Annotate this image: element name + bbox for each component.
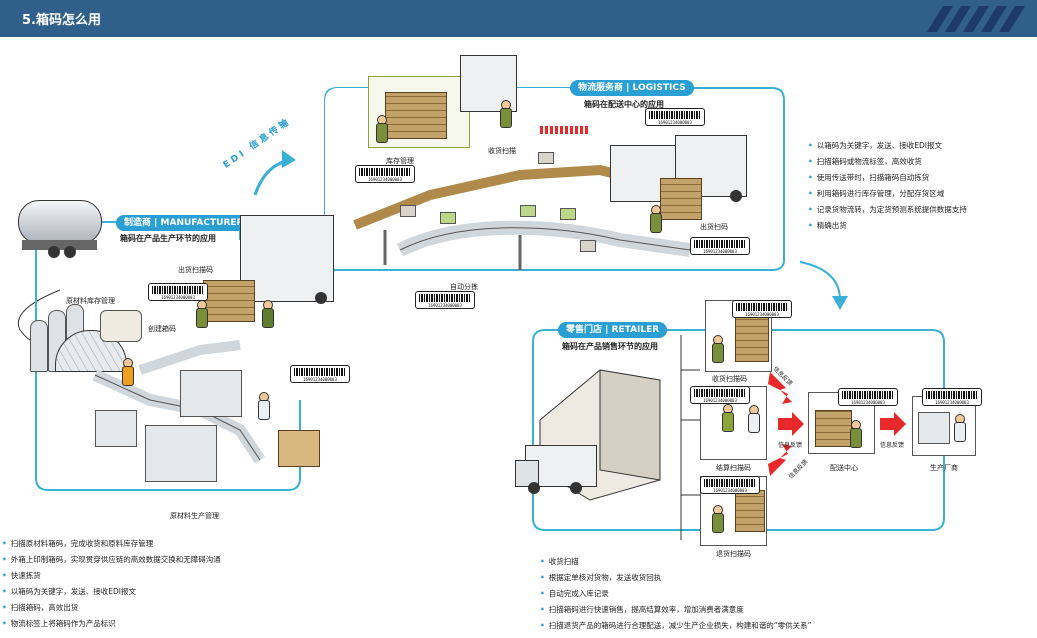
dc-label: 配送中心 (830, 464, 858, 472)
truck-wheel (315, 292, 327, 304)
checkout-label: 结算扫描码 (716, 464, 751, 472)
return-pallet (735, 490, 765, 532)
manufacturer-ship-label: 出货扫描码 (178, 266, 213, 274)
logistics-ship-label: 出货扫码 (700, 223, 728, 231)
scanner-laser (540, 126, 590, 134)
raw-material-bags (100, 310, 142, 342)
feedback-label-4: 信息反馈 (880, 442, 905, 449)
logistics-receive-label: 收货扫描 (488, 147, 516, 155)
receiving-worker (500, 100, 512, 128)
raw-production-label: 原材料生产管理 (170, 512, 219, 520)
logistics-bullet-list: 以箱码为关键字，发送、接收EDI报文 扫描箱码或物流标签，高效收货 使用传送带时… (808, 138, 967, 234)
truck-wheel (570, 482, 582, 494)
logistics-subtitle: 箱码在配送中心的应用 (584, 100, 664, 109)
logistics-bullet: 记录货物流转，为定货预测系统提供数据支持 (808, 202, 967, 218)
retailer-bullet: 根据定单核对货物，发送收货回执 (540, 570, 812, 586)
factory-worker-2 (262, 300, 274, 328)
feedback-label-2: 信息反馈 (778, 442, 803, 449)
logistics-bullet: 扫描箱码或物流标签，高效收货 (808, 154, 967, 170)
section-header: 5.箱码怎么用 (0, 0, 1037, 37)
tanker-wheel (48, 246, 60, 258)
tanker-trailer (22, 240, 97, 250)
dc-worker (850, 420, 862, 448)
retailer-bullet: 收货扫描 (540, 554, 812, 570)
conveyor-box-1 (400, 205, 416, 217)
factory-line-worker (954, 414, 966, 442)
barcode-receive: 16901234000003 (645, 108, 705, 126)
machine-1 (180, 370, 242, 417)
tanker-wheel (64, 246, 76, 258)
barcode-autosort: 16901234000003 (415, 291, 475, 309)
barcode-inventory: 16901234000003 (355, 165, 415, 183)
retailer-bullet: 扫描退货产品的箱码进行合理配送，减少生产企业损失，构建和谐的“零供关系” (540, 618, 812, 634)
conveyor-box-6 (538, 152, 554, 164)
manufacturers-tag: 制造商 | MANUFACTURERS (116, 215, 258, 231)
create-code-label: 创建箱码 (148, 325, 176, 333)
logistics-inventory-label: 库存管理 (386, 157, 414, 165)
logistics-bullet: 使用传送带时，扫描箱码自动拣货 (808, 170, 967, 186)
logistics-bullet: 精确出货 (808, 218, 967, 234)
header-stripes-decoration (927, 6, 1025, 32)
warehouse-worker (376, 115, 388, 143)
barcode-return: 16901234000003 (700, 476, 760, 494)
tanker-tank (18, 200, 102, 244)
retail-receive-label: 收货扫描码 (712, 375, 747, 383)
manufacturer-bullet: 扫描箱码，高效出货 (2, 600, 221, 616)
barcode-create: 16901234000003 (290, 365, 350, 383)
retailer-truck-cab (515, 460, 539, 487)
receive-pallet (735, 315, 769, 362)
conveyor-box-5 (580, 240, 596, 252)
factory-pallet (203, 280, 255, 322)
barcode-ship-logistics: 16901234000003 (690, 237, 750, 255)
conveyor-box-2 (440, 212, 456, 224)
hazmat-worker (122, 358, 134, 386)
retailer-bullet: 自动完成入库记录 (540, 586, 812, 602)
logistics-autosort-label: 自动分拣 (450, 283, 478, 291)
line-worker (258, 392, 270, 420)
truck-wheel (528, 482, 540, 494)
shipping-pallet (660, 178, 702, 220)
customer (748, 405, 760, 433)
factory-machine (918, 412, 950, 444)
raw-storage-label: 原材料库存管理 (66, 297, 115, 305)
retailer-bullet-list: 收货扫描 根据定单核对货物，发送收货回执 自动完成入库记录 扫描箱码进行快速销售… (540, 554, 812, 634)
retailer-subtitle: 箱码在产品销售环节的应用 (562, 342, 658, 351)
truck-wheel (730, 190, 742, 202)
retailer-tag: 零售门店 | RETAILER (558, 322, 668, 338)
factory-label: 生产厂商 (930, 464, 958, 472)
barcode-retail-receive: 16901234000003 (732, 300, 792, 318)
shipping-worker (650, 205, 662, 233)
storage-dome (55, 330, 127, 372)
retailer-bullet: 扫描箱码进行快速销售，提高结算效率，增加消费者满意度 (540, 602, 812, 618)
barcode-manufacturer-ship: 16901234000003 (148, 283, 208, 301)
barcode-checkout: 16901234000003 (690, 386, 750, 404)
conveyor-box-3 (520, 205, 536, 217)
manufacturer-bullet: 物流标签上将箱码作为产品标识 (2, 616, 221, 632)
receive-worker (712, 335, 724, 363)
manufacturer-bullet: 外箱上印制箱码，实现贯穿供应链的高效数据交换和无障碍沟通 (2, 552, 221, 568)
manufacturer-bullet-list: 扫描原材料箱码，完成收货和原料库存管理 外箱上印制箱码，实现贯穿供应链的高效数据… (2, 536, 221, 632)
dc-pallets (815, 410, 852, 447)
return-worker (712, 505, 724, 533)
manufacturers-subtitle: 箱码在产品生产环节的应用 (120, 234, 216, 243)
logistics-bullet: 利用箱码进行库存管理，分配存货区域 (808, 186, 967, 202)
finished-boxes (278, 430, 320, 467)
manufacturer-bullet: 扫描原材料箱码，完成收货和原料库存管理 (2, 536, 221, 552)
section-title: 5.箱码怎么用 (22, 13, 101, 28)
logistics-tag: 物流服务商 | LOGISTICS (570, 80, 694, 96)
machine-2 (145, 425, 217, 482)
cashier (722, 404, 734, 432)
barcode-dc: 16901234000003 (838, 388, 898, 406)
storage-silo-1 (30, 320, 48, 372)
manufacturer-bullet: 以箱码为关键字，发送、接收EDI报文 (2, 584, 221, 600)
manufacturer-truck (240, 215, 334, 302)
manufacturer-bullet: 快速拣货 (2, 568, 221, 584)
conveyor-box-4 (560, 208, 576, 220)
barcode-factory: 16901234000003 (922, 388, 982, 406)
inventory-crates (385, 92, 447, 139)
logistics-bullet: 以箱码为关键字，发送、接收EDI报文 (808, 138, 967, 154)
machine-3 (95, 410, 137, 447)
